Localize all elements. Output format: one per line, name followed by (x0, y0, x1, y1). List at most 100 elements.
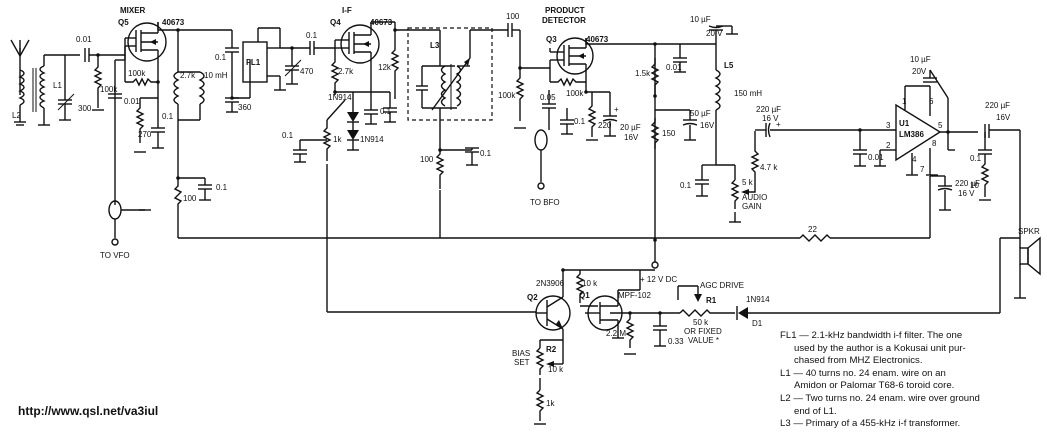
q2-type: 2N3906 (536, 279, 565, 288)
r100k-c-label: 100k (498, 91, 516, 100)
c300-trimmer (57, 93, 75, 121)
pin5: 5 (938, 121, 943, 130)
c005-label: 0.05 (540, 93, 556, 102)
r27k-b-label: 2.7k (338, 67, 354, 76)
antenna-symbol (10, 39, 30, 95)
r10k-a-label: 10 k (582, 279, 598, 288)
c10uf-b-label: 10 µF (910, 55, 931, 64)
d1-type-label: 1N914 (746, 295, 770, 304)
q3-type: 40673 (586, 35, 609, 44)
note-l1-1: L1 — 40 turns no. 24 enam. wire on an (780, 367, 946, 379)
pin3: 3 (886, 121, 891, 130)
q2-transistor (535, 295, 571, 331)
c01-h-label: 0.1 (574, 117, 586, 126)
c50uf-label: 50 µF (690, 109, 711, 118)
note-l2-2: end of L1. (794, 405, 837, 417)
q3-ref: Q3 (546, 35, 557, 44)
plus-b: + (776, 120, 781, 129)
or-fixed-label: OR FIXED (684, 327, 722, 336)
c360-label: 360 (238, 103, 252, 112)
c001-c-label: 0.01 (666, 63, 682, 72)
l2-label: L2 (12, 111, 21, 120)
value-label: VALUE * (688, 336, 719, 345)
r2-ref: R2 (546, 345, 557, 354)
r10k-b-label: 10 k (548, 365, 564, 374)
l5-label: L5 (724, 61, 734, 70)
vfo-coax (108, 200, 151, 246)
q4-mosfet (335, 24, 380, 66)
v16-a-label: 16V (624, 133, 639, 142)
l3-shield (407, 27, 493, 121)
fl1-filter (242, 41, 268, 83)
c20uf-a-label: 20 µF (620, 123, 641, 132)
c01-c-label: 0.1 (215, 53, 227, 62)
q1-type: MPF-102 (618, 291, 651, 300)
r27k-a-label: 2.7k (180, 71, 196, 80)
r1-ref: R1 (706, 296, 717, 305)
r5k-label: 5 k (742, 178, 754, 187)
c01-d-in-label: 0.1 (306, 31, 318, 40)
v16-c-label: 16 V (762, 114, 779, 123)
spkr-label: SPKR (1018, 227, 1040, 236)
q4-ref: Q4 (330, 18, 341, 27)
c001-input-cap (84, 48, 90, 62)
r150-label: 150 (662, 129, 676, 138)
r22m-label: 2.2 M (606, 329, 626, 338)
q2-ref: Q2 (527, 293, 538, 302)
note-fl1-1: FL1 — 2.1-kHz bandwidth i-f filter. The … (780, 330, 963, 341)
c001-d-label: 0.01 (868, 153, 884, 162)
detector-label: DETECTOR (542, 16, 586, 25)
pin6: 6 (929, 97, 934, 106)
r220-label: 220 (598, 121, 612, 130)
if-label: I-F (342, 6, 352, 15)
component-notes: FL1 — 2.1-kHz bandwidth i-f filter. The … (780, 330, 1042, 431)
note-l2-1: L2 — Two turns no. 24 enam. wire over gr… (780, 392, 980, 404)
pin7: 7 (920, 165, 925, 174)
c01-j-label: 0.1 (970, 154, 982, 163)
r50k-label: 50 k (693, 318, 709, 327)
supply-label: + 12 V DC (640, 275, 677, 284)
v16-e-label: 16V (996, 113, 1011, 122)
q1-ref: Q1 (579, 291, 590, 300)
lm386-amplifier: U1 LM386 3 2 4 5 6 1 8 7 (886, 97, 943, 174)
r100k-d-label: 100k (566, 89, 584, 98)
l1-coil (32, 55, 50, 126)
r100-a-label: 100 (183, 194, 197, 203)
c001-b-label: 0.01 (124, 97, 140, 106)
v16-d-label: 16 V (958, 189, 975, 198)
r47k-label: 4.7 k (760, 163, 778, 172)
r100-c-label: 100 (420, 155, 434, 164)
q5-mosfet (125, 22, 167, 64)
r100k-b-label: 100k (128, 69, 146, 78)
c01-g-label: 0.1 (480, 149, 492, 158)
mixer-label: MIXER (120, 6, 146, 15)
c10uf-a-label: 10 µF (690, 15, 711, 24)
c033-label: 0.33 (668, 337, 684, 346)
note-fl1-3: chased from MHZ Electronics. (794, 355, 923, 367)
c01-i-label: 0.1 (680, 181, 692, 190)
d-1n914-b-label: 1N914 (360, 135, 384, 144)
l3-label: L3 (430, 41, 440, 50)
v16-b-label: 16V (700, 121, 715, 130)
c001-input-label: 0.01 (76, 35, 92, 44)
vfo-label: TO VFO (100, 251, 130, 260)
pin4: 4 (912, 155, 917, 164)
u1-ref: U1 (899, 119, 910, 128)
r1k-b-label: 1k (546, 399, 555, 408)
c470-label: 470 (300, 67, 314, 76)
c01-e-label: 0.1 (282, 131, 294, 140)
bias-label: BIAS (512, 349, 530, 358)
l2-coil (14, 69, 26, 126)
r100k-a-label: 100k (100, 85, 118, 94)
l10mh-label: 10 mH (204, 71, 228, 80)
product-label: PRODUCT (545, 6, 585, 15)
agc-drive-label: AGC DRIVE (700, 281, 744, 290)
note-l3-1: L3 — Primary of a 455-kHz i-f transforme… (780, 418, 961, 430)
gain-label: GAIN (742, 202, 762, 211)
c100-label: 100 (506, 12, 520, 21)
c220uf-c-label: 220 µF (985, 101, 1010, 110)
l1-label: L1 (53, 81, 62, 90)
set-label: SET (514, 358, 530, 367)
note-fl1-2: used by the author is a Kokusai unit pur… (794, 342, 966, 354)
